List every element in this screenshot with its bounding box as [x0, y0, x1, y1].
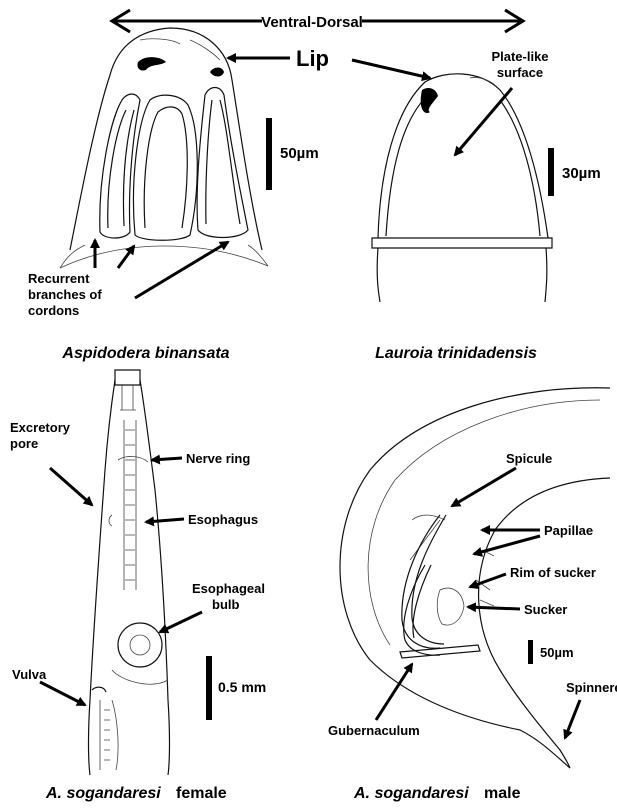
scale-bar-05mm — [206, 656, 212, 720]
nerve-ring-arrow — [152, 458, 182, 460]
panel-aspidodera-binansata: Lip Recurrent branches of cordons 50µm A… — [28, 28, 430, 362]
ventral-dorsal-axis: Ventral-Dorsal — [112, 10, 523, 32]
esophagus-arrow — [146, 519, 184, 522]
bulb-arrow — [160, 612, 202, 632]
rim-arrow — [470, 574, 506, 587]
bulb-label-line2: bulb — [212, 597, 239, 612]
recurrent-label-line1: Recurrent — [28, 271, 90, 286]
bulb-label-line1: Esophageal — [192, 581, 265, 596]
caption-female-sex: female — [176, 785, 227, 802]
excretory-label-line2: pore — [10, 436, 38, 451]
scale-label-50um-top: 50µm — [280, 145, 319, 162]
gubernaculum-label: Gubernaculum — [328, 723, 420, 738]
spinneret-arrow — [565, 700, 580, 738]
rim-label: Rim of sucker — [510, 565, 596, 580]
esophagus-label: Esophagus — [188, 512, 258, 527]
caption-male-sex: male — [484, 785, 521, 802]
sucker-label: Sucker — [524, 602, 567, 617]
caption-female-species: A. sogandaresi — [45, 785, 161, 802]
gubernaculum-arrow — [376, 664, 412, 720]
aspidodera-head-drawing — [60, 28, 268, 268]
scale-bar-50um-top — [266, 118, 272, 190]
nerve-ring-label: Nerve ring — [186, 451, 250, 466]
lauroia-head-drawing — [372, 74, 552, 302]
scale-bar-50um-male — [528, 640, 533, 664]
sucker-arrow — [468, 607, 520, 609]
plate-arrow — [455, 88, 512, 155]
panel-sogandaresi-female: Excretory pore Nerve ring Esophagus Esop… — [10, 370, 266, 802]
female-body-drawing — [89, 370, 170, 775]
caption-male-species: A. sogandaresi — [353, 785, 469, 802]
panel-lauroia-trinidadensis: Plate-like surface 30µm Lauroia trinidad… — [372, 49, 601, 362]
lip-label: Lip — [296, 46, 329, 71]
vulva-arrow — [40, 682, 85, 705]
excretory-label-line1: Excretory — [10, 420, 71, 435]
lip-arrow-right — [352, 60, 430, 78]
panel-sogandaresi-male: Spicule Papillae Rim of sucker Sucker 50… — [328, 388, 617, 802]
papillae-label: Papillae — [544, 523, 593, 538]
caption-aspidodera: Aspidodera binansata — [61, 345, 229, 362]
recurrent-arrow-3 — [135, 242, 228, 298]
spicule-label: Spicule — [506, 451, 552, 466]
plate-label-line1: Plate-like — [491, 49, 548, 64]
recurrent-label-line3: cordons — [28, 303, 79, 318]
spicule-arrow — [452, 468, 516, 506]
spinneret-label: Spinneret — [566, 680, 617, 695]
papillae-arrow-2 — [474, 536, 540, 554]
excretory-arrow — [50, 468, 92, 505]
vulva-label: Vulva — [12, 667, 47, 682]
recurrent-label-line2: branches of — [28, 287, 102, 302]
scale-label-05mm: 0.5 mm — [218, 679, 266, 695]
scale-label-30um: 30µm — [562, 165, 601, 182]
scale-bar-30um — [548, 148, 554, 196]
caption-lauroia: Lauroia trinidadensis — [375, 345, 537, 362]
axis-label: Ventral-Dorsal — [261, 14, 363, 31]
scale-label-50um-male: 50µm — [540, 645, 574, 660]
plate-label-line2: surface — [497, 65, 543, 80]
